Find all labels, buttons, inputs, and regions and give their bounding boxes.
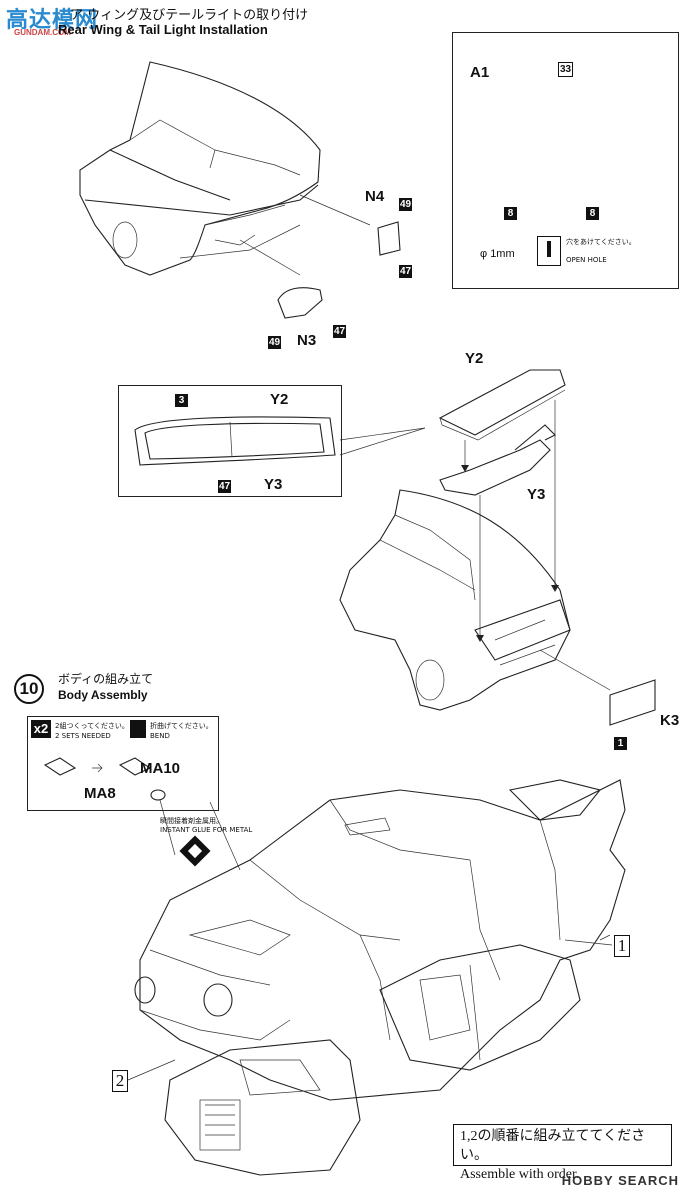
hole-diameter: φ 1mm [480,248,515,260]
bend-note-en: BEND [150,732,170,740]
part-ma10-label: MA10 [140,760,181,777]
part-y2-label: Y2 [465,350,484,367]
part-y3-label: Y3 [264,476,283,493]
glue-note-en: INSTANT GLUE FOR METAL [160,826,253,834]
step-title-jp: ア ウィング及びテールライトの取り付け [70,8,309,23]
color-49-badge: 49 [399,198,412,211]
order-note-en: Assemble with order. [460,1167,580,1182]
drill-hole-icon [537,236,561,266]
hole-note-en: OPEN HOLE [566,256,607,264]
part-k3-label: K3 [660,712,680,729]
watermark-sub: GUNDAM.COM [14,28,71,37]
color-1-badge: 1 [614,737,627,750]
step10-title-jp: ボディの組み立て [58,672,154,686]
windshield-detail-box [118,385,342,497]
assembly-order-note: 1,2の順番に組み立ててください。 Assemble with order. [453,1124,672,1182]
color-49-badge: 49 [268,336,281,349]
color-47-badge: 47 [333,325,346,338]
color-47-badge: 47 [218,480,231,493]
bend-note-jp: 折曲げてください。 [150,722,213,730]
car-body-bottom [134,779,626,1176]
sets-note-jp: 2組つくってください。 [55,722,129,730]
part-a1-label: A1 [470,64,490,81]
part-n4-label: N4 [365,188,385,205]
color-3-badge: 3 [175,394,188,407]
part-ma8-label: MA8 [84,785,116,802]
sets-note-en: 2 SETS NEEDED [55,732,111,740]
car-body-top [79,61,321,276]
color-47-badge: 47 [399,265,412,278]
sequence-marker-2: 2 [112,1070,128,1092]
car-body-middle [339,489,611,711]
step-number: 10 [14,674,44,704]
color-8-badge: 8 [586,207,599,220]
color-33-badge: 33 [558,62,573,77]
footer-watermark: HOBBY SEARCH [561,1173,679,1188]
part-y2-label: Y2 [270,391,289,408]
photo-etch-detail-box [27,716,219,811]
color-8-badge: 8 [504,207,517,220]
x2-badge: x2 [31,720,51,738]
part-n3-label: N3 [297,332,317,349]
part-y3-label: Y3 [527,486,546,503]
glue-note-jp: 瞬間接着剤金属用。 [160,817,223,825]
watermark-logo: 高达模网 [6,8,99,33]
bend-icon [130,720,146,738]
step-title-en: Rear Wing & Tail Light Installation [58,22,268,37]
order-note-jp: 1,2の順番に組み立ててください。 [460,1129,646,1163]
step10-title-en: Body Assembly [58,688,148,702]
hole-note-jp: 穴をあけてください。 [566,238,636,246]
sequence-marker-1: 1 [614,935,630,957]
